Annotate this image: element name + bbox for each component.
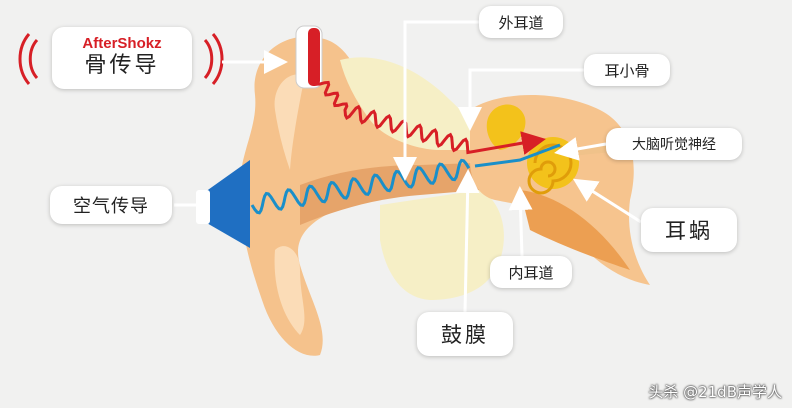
sound-arcs-left <box>18 33 39 85</box>
eardrum-label: 鼓膜 <box>417 312 513 356</box>
skull-bone-shape <box>340 57 479 150</box>
watermark: 头杀 @21dB声学人 <box>648 383 782 401</box>
lower-bone-shape <box>380 190 504 300</box>
bone-conduction-text: 骨传导 <box>84 53 160 78</box>
pointer-ossicles <box>458 68 584 131</box>
pointer-inner-canal <box>508 186 533 257</box>
bone-conduction-device <box>295 25 323 89</box>
skin-highlight <box>274 74 305 170</box>
sound-arcs-right <box>203 33 224 85</box>
outer-ear-canal-label: 外耳道 <box>479 6 563 38</box>
lobe-highlight <box>274 246 305 335</box>
bone-conduction-wave <box>314 77 546 155</box>
bone-conduction-label: AfterShokz 骨传导 <box>52 27 192 89</box>
inner-tissue-shape <box>520 190 630 270</box>
pointer-cochlea <box>572 178 642 224</box>
brand-logo-text: AfterShokz <box>82 35 162 52</box>
air-conduction-label: 空气传导 <box>50 186 172 224</box>
ossicles <box>486 104 526 150</box>
ossicles-label: 耳小骨 <box>584 54 670 86</box>
air-conduction-wave <box>250 158 471 215</box>
auditory-nerve-label: 大脑听觉神经 <box>606 128 742 160</box>
inner-ear-canal-label: 内耳道 <box>490 256 572 288</box>
pointer-outer-canal <box>393 20 479 181</box>
pointer-eardrum <box>455 169 480 313</box>
cochlea-label: 耳蜗 <box>641 208 737 252</box>
air-wave-tail <box>474 143 561 168</box>
pointer-lines <box>174 20 642 313</box>
air-speaker <box>196 160 250 248</box>
pointer-nerve <box>554 137 607 161</box>
